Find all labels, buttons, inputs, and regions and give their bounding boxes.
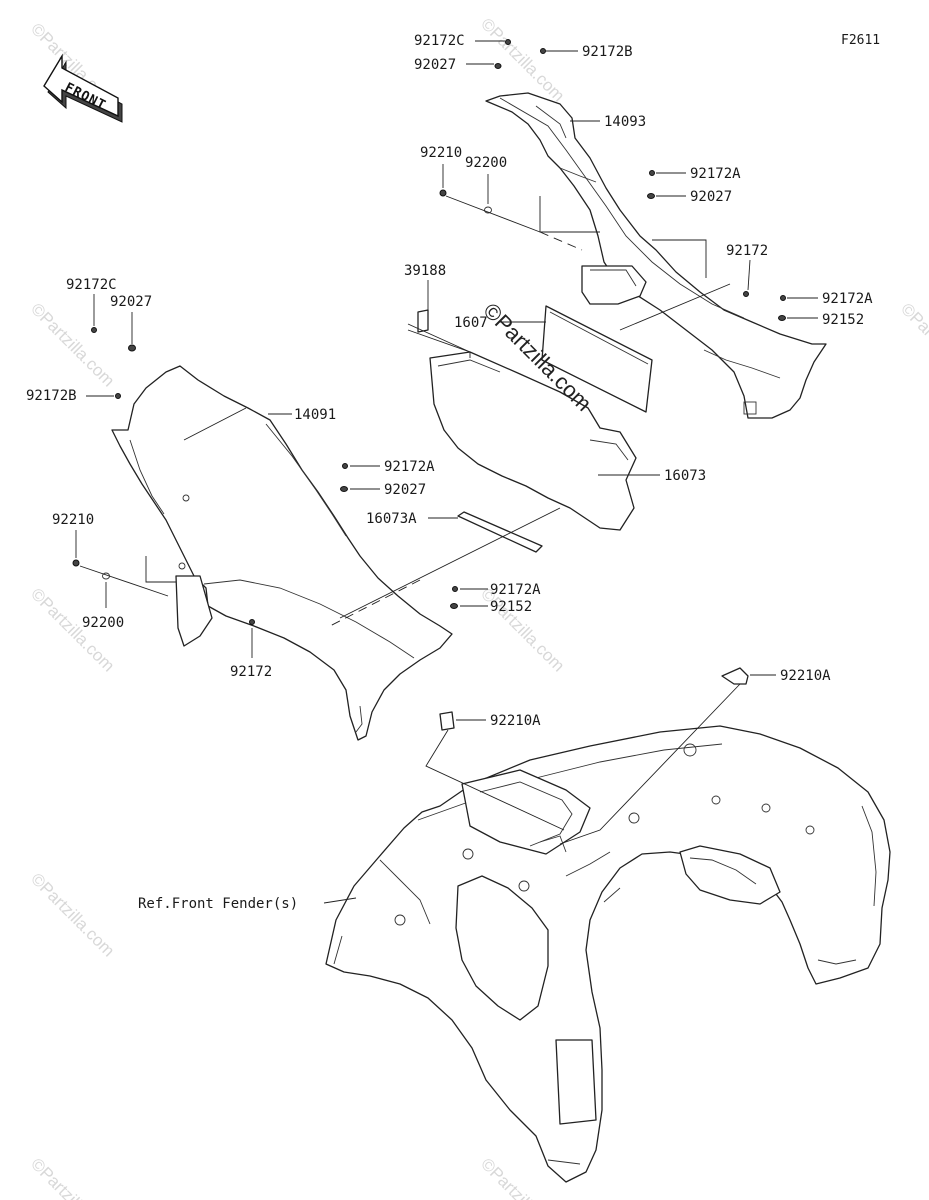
part-14091-cover <box>111 365 453 741</box>
part-16073-panel <box>429 351 637 531</box>
callout-92210-top: 92210 <box>420 145 462 161</box>
watermark: ©Partzilla.com <box>27 299 118 390</box>
watermark: ©Partzilla.com <box>27 869 118 960</box>
callout-92210-left: 92210 <box>52 512 94 528</box>
callout-ref-front-fender: Ref.Front Fender(s) <box>138 896 298 912</box>
callout-92172c-left: 92172C <box>66 277 117 293</box>
figure-code: F2611 <box>841 33 880 48</box>
callout-92172b-left: 92172B <box>26 388 77 404</box>
callout-92172-lower: 92172 <box>230 664 272 680</box>
callout-92172a-upper: 92172A <box>690 166 741 182</box>
callout-14093: 14093 <box>604 114 646 130</box>
callout-92027-left: 92027 <box>110 294 152 310</box>
callout-92200-left: 92200 <box>82 615 124 631</box>
callout-92152-lower: 92152 <box>490 599 532 615</box>
callout-92210a-left: 92210A <box>490 713 541 729</box>
callout-92027-top: 92027 <box>414 57 456 73</box>
callout-16073: 16073 <box>664 468 706 484</box>
part-14093-cover <box>485 92 827 419</box>
clip-92210a-right <box>721 667 749 685</box>
watermark: ©Partzilla.com <box>897 299 929 390</box>
fasteners <box>72 39 786 625</box>
leader-lines <box>75 40 818 904</box>
callout-16073a: 16073A <box>366 511 417 527</box>
callout-labels: 92172C 92172B 92027 14093 92210 92200 92… <box>26 33 873 912</box>
callout-92200-top: 92200 <box>465 155 507 171</box>
watermark: ©Partzilla.com <box>477 14 568 105</box>
callout-92172-upper: 92172 <box>726 243 768 259</box>
callout-92027-upper: 92027 <box>690 189 732 205</box>
callout-92210a-right: 92210A <box>780 668 831 684</box>
callout-92172a-lower: 92172A <box>490 582 541 598</box>
callout-92172c-top: 92172C <box>414 33 465 49</box>
callout-92172a-right: 92172A <box>822 291 873 307</box>
front-fender <box>325 725 891 1183</box>
callout-39188: 39188 <box>404 263 446 279</box>
part-16073a-strip <box>457 511 543 553</box>
callout-1607: 1607 <box>454 315 488 331</box>
reference-lines <box>79 195 741 845</box>
part-1607-sheet <box>541 305 653 413</box>
callout-92027-mid: 92027 <box>384 482 426 498</box>
callout-92152-right: 92152 <box>822 312 864 328</box>
callout-92172a-mid: 92172A <box>384 459 435 475</box>
watermark: ©Partzilla.com <box>27 1154 118 1200</box>
callout-14091: 14091 <box>294 407 336 423</box>
callout-92172b-top: 92172B <box>582 44 633 60</box>
clip-92210a-left <box>439 711 455 731</box>
